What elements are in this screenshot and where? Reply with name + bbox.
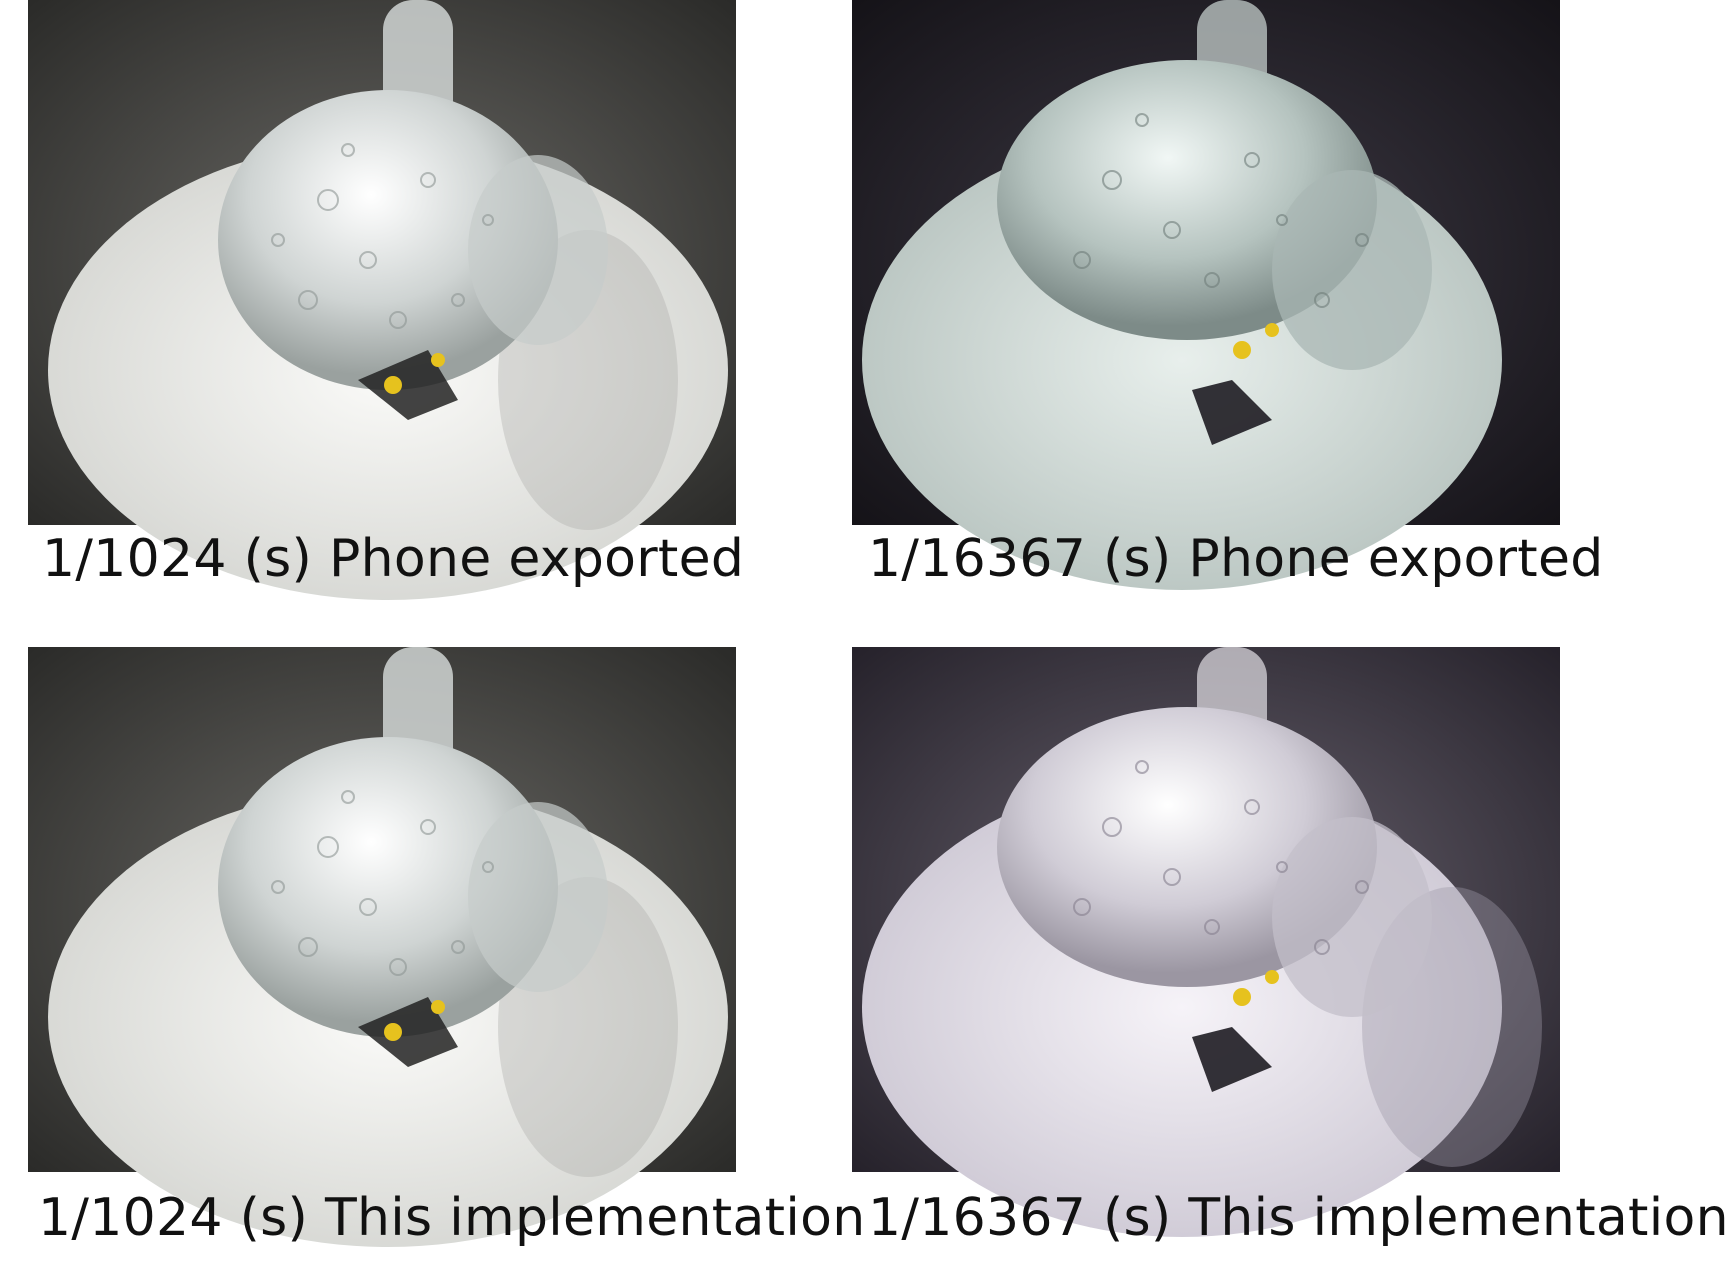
- caption-top-right: 1/16367 (s) Phone exported: [868, 529, 1604, 589]
- caption-bottom-left: 1/1024 (s) This implementation: [38, 1188, 866, 1248]
- photo-1024-phone: [28, 0, 736, 600]
- caption-bottom-right: 1/16367 (s) This implementation: [868, 1188, 1729, 1248]
- sink-water-image: [28, 0, 736, 600]
- caption-top-left: 1/1024 (s) Phone exported: [42, 529, 745, 589]
- sink-water-image: [28, 647, 736, 1247]
- sink-water-image: [852, 647, 1560, 1237]
- photo-16367-phone: [852, 0, 1560, 590]
- photo-1024-implementation: [28, 647, 736, 1247]
- sink-water-image: [852, 0, 1560, 590]
- photo-16367-implementation: [852, 647, 1560, 1237]
